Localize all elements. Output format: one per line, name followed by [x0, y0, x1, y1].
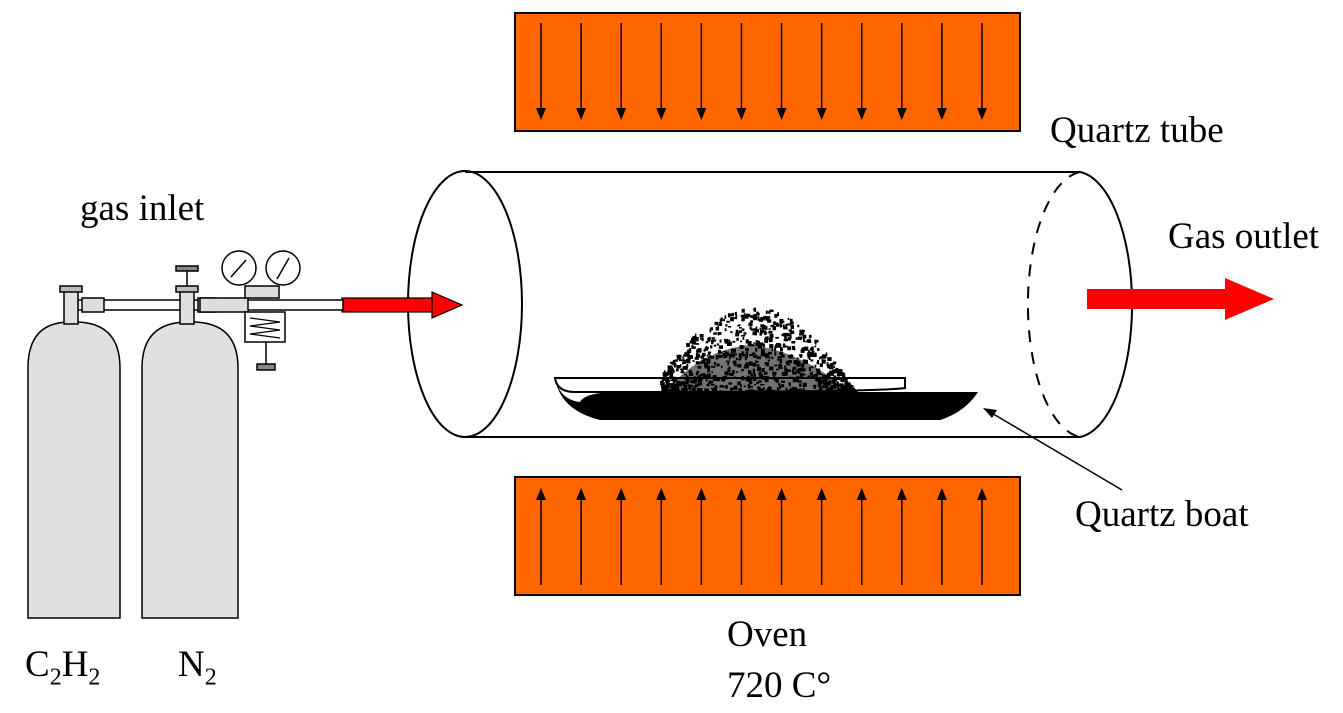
carbon-sample — [660, 307, 858, 397]
boat-pointer-line — [989, 411, 1123, 491]
c2h2-gas-cylinder-icon — [27, 285, 121, 619]
top-heater-arrows — [536, 23, 987, 120]
heat-arrow-head — [616, 108, 627, 120]
heat-arrow-head — [896, 108, 907, 120]
heat-arrow-head — [576, 108, 587, 120]
heat-arrow-head — [656, 108, 667, 120]
c2h2-label: C2H2 — [25, 644, 101, 691]
heat-arrow-head — [856, 488, 867, 500]
inlet-flow-arrow-icon — [341, 291, 464, 319]
heat-arrow-head — [616, 488, 627, 500]
heat-arrow-head — [856, 108, 867, 120]
quartz-tube-label: Quartz tube — [1050, 110, 1224, 151]
heat-arrow-head — [696, 488, 707, 500]
heat-arrow-head — [977, 108, 987, 120]
tube-back-end-hidden — [1026, 171, 1081, 438]
heat-arrow-head — [656, 488, 667, 500]
n2-gas-cylinder-icon — [141, 265, 239, 619]
heat-arrow-head — [776, 108, 787, 120]
outlet-flow-arrow-icon — [1087, 278, 1274, 320]
heat-arrow-head — [816, 108, 827, 120]
n2-label: N2 — [178, 644, 217, 691]
heat-arrow-head — [536, 488, 546, 500]
heat-arrow-head — [936, 108, 947, 120]
heat-arrow-head — [896, 488, 907, 500]
heat-arrow-head — [576, 488, 587, 500]
heat-arrow-head — [816, 488, 827, 500]
top-heater — [514, 12, 1021, 132]
gas-inlet-label: gas inlet — [80, 188, 205, 229]
quartz-boat-label: Quartz boat — [1075, 494, 1249, 535]
heat-arrow-head — [696, 108, 707, 120]
temperature-label: 720 C° — [727, 665, 832, 706]
pressure-regulator — [199, 250, 301, 371]
heat-arrow-head — [736, 108, 747, 120]
bottom-heater-arrows — [536, 488, 987, 585]
bottom-heater — [514, 476, 1021, 596]
gas-outlet-label: Gas outlet — [1168, 218, 1320, 255]
heat-arrow-head — [776, 488, 787, 500]
heat-arrow-head — [977, 488, 987, 500]
heat-arrow-head — [536, 108, 546, 120]
heat-arrow-head — [736, 488, 747, 500]
boat-pointer-head — [983, 408, 997, 418]
heat-arrow-head — [936, 488, 947, 500]
oven-label: Oven — [727, 614, 808, 655]
